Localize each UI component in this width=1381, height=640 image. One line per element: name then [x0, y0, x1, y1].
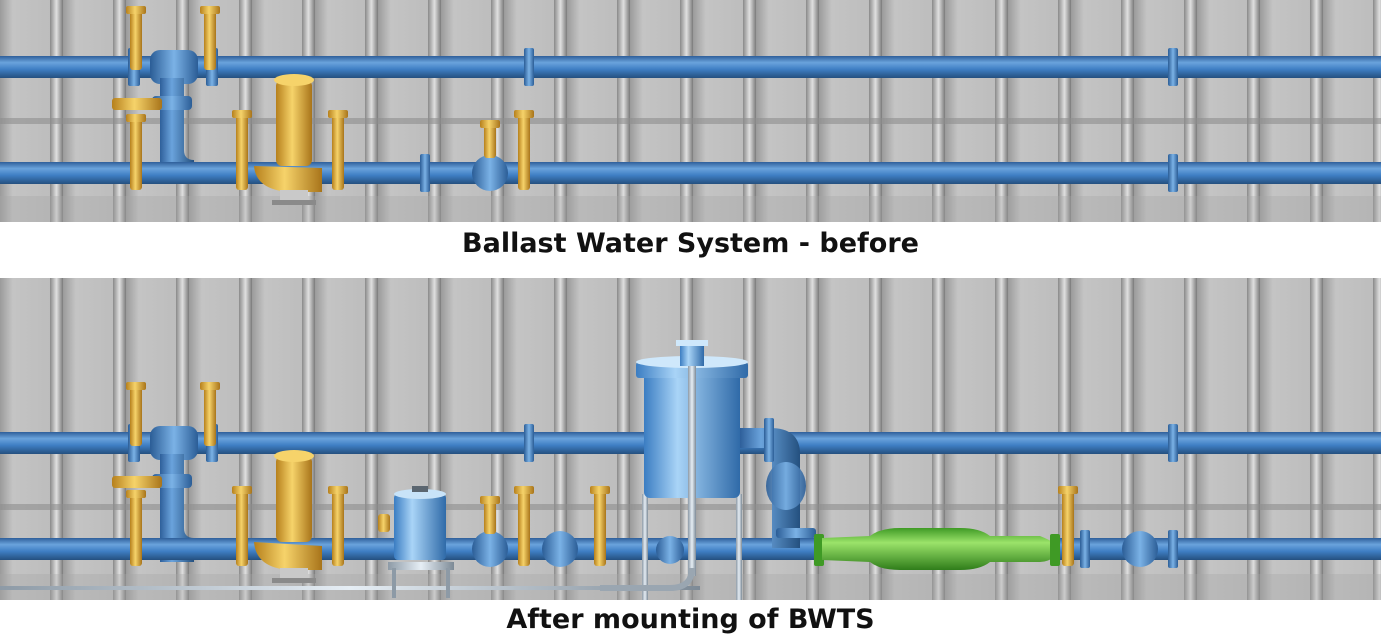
steel-drain-line	[0, 586, 700, 590]
control-cabinet-icon	[388, 486, 454, 598]
caption-before: Ballast Water System - before	[462, 228, 919, 259]
filter-outlet-pipe	[740, 428, 800, 548]
uv-reactor-icon	[814, 528, 1060, 570]
upper-ballast-pipe	[0, 48, 1381, 86]
bulkhead-wall	[0, 0, 1381, 222]
after-diagram	[0, 278, 1381, 600]
gate-valve-icon	[112, 6, 534, 190]
pump-icon	[254, 450, 322, 583]
gate-valve-icon	[112, 382, 1078, 566]
filter-vessel-icon	[600, 340, 748, 600]
before-piping-illustration	[0, 0, 1381, 222]
before-diagram	[0, 0, 1381, 222]
after-piping-illustration	[0, 278, 1381, 600]
caption-after: After mounting of BWTS	[506, 604, 875, 635]
pump-icon	[254, 74, 322, 205]
lower-ballast-pipe	[0, 154, 1381, 192]
